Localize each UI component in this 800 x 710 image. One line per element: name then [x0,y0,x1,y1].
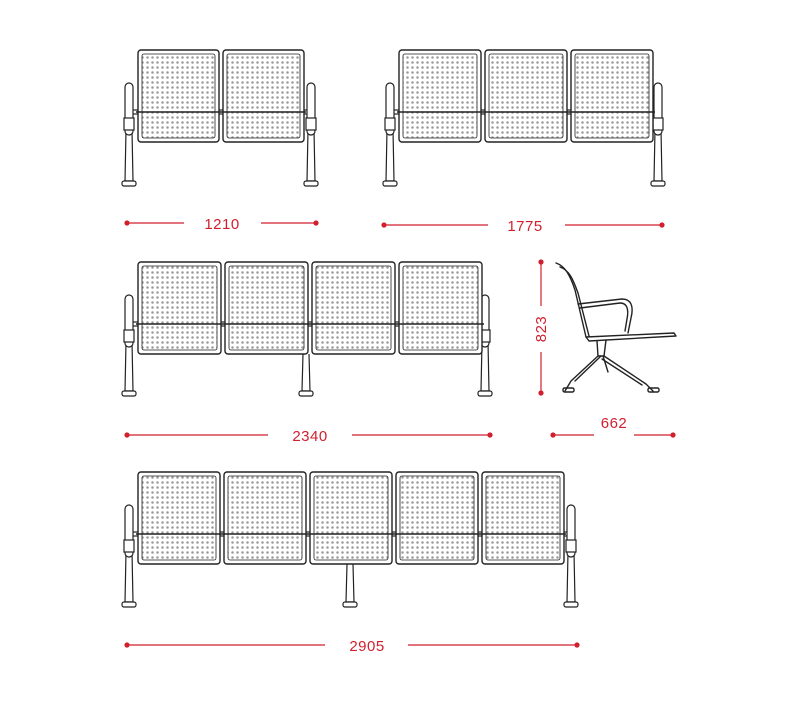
bench-leg [345,563,355,603]
bench-foot [303,180,319,187]
bench-4-seat-front-view [121,261,493,397]
seat-perforated-panel [227,475,303,561]
bench-leg [301,353,311,392]
depth-label-662: 662 [601,415,628,432]
bench-5-seat-front-view [121,471,579,608]
dimension-line-1210: 1210 [124,216,319,233]
bench-foot [298,390,314,397]
seat-perforated-panel [402,53,478,139]
bench-foot [121,601,137,608]
bench-leg [653,129,663,182]
bench-leg [124,341,134,392]
bench-foot [563,601,579,608]
armrest-bracket [384,117,396,131]
seat-perforated-panel [141,265,218,351]
armrest-bracket [565,539,577,553]
bench-leg [306,129,316,182]
seat-perforated-panel [399,475,475,561]
bench-foot [477,390,493,397]
armrest-bracket [123,117,135,131]
dimension-line-662: 662 [550,415,676,438]
width-label-2905: 2905 [349,638,384,655]
seat-perforated-panel [228,265,305,351]
dimension-line-2340: 2340 [124,428,493,445]
seat-side-view [555,262,677,393]
armrest-bracket [652,117,664,131]
dimension-line-1775: 1775 [381,218,665,235]
bench-foot [650,180,666,187]
seat-perforated-panel [315,265,392,351]
armrest-bracket [305,117,317,131]
bench-leg [124,129,134,182]
seat-perforated-panel [226,53,301,139]
width-label-1775: 1775 [507,218,542,235]
bench-foot [121,180,137,187]
height-label-823: 823 [533,316,550,343]
seat-perforated-panel [141,53,216,139]
bench-foot [342,601,358,608]
bench-2-seat-front-view [121,49,319,187]
bench-leg [385,129,395,182]
dimension-line-823: 823 [533,259,550,396]
dimension-line-2905: 2905 [124,638,580,655]
seat-perforated-panel [313,475,389,561]
seat-perforated-panel [402,265,479,351]
bench-leg [566,551,576,603]
bench-foot [121,390,137,397]
bench-3-seat-front-view [382,49,666,187]
seat-perforated-panel [485,475,561,561]
width-label-2340: 2340 [292,428,327,445]
bench-foot [382,180,398,187]
armrest-bracket [123,539,135,553]
seat-perforated-panel [141,475,217,561]
bench-leg [124,551,134,603]
armrest-bracket [123,329,135,343]
width-label-1210: 1210 [204,216,239,233]
seat-perforated-panel [488,53,564,139]
seat-perforated-panel [574,53,650,139]
